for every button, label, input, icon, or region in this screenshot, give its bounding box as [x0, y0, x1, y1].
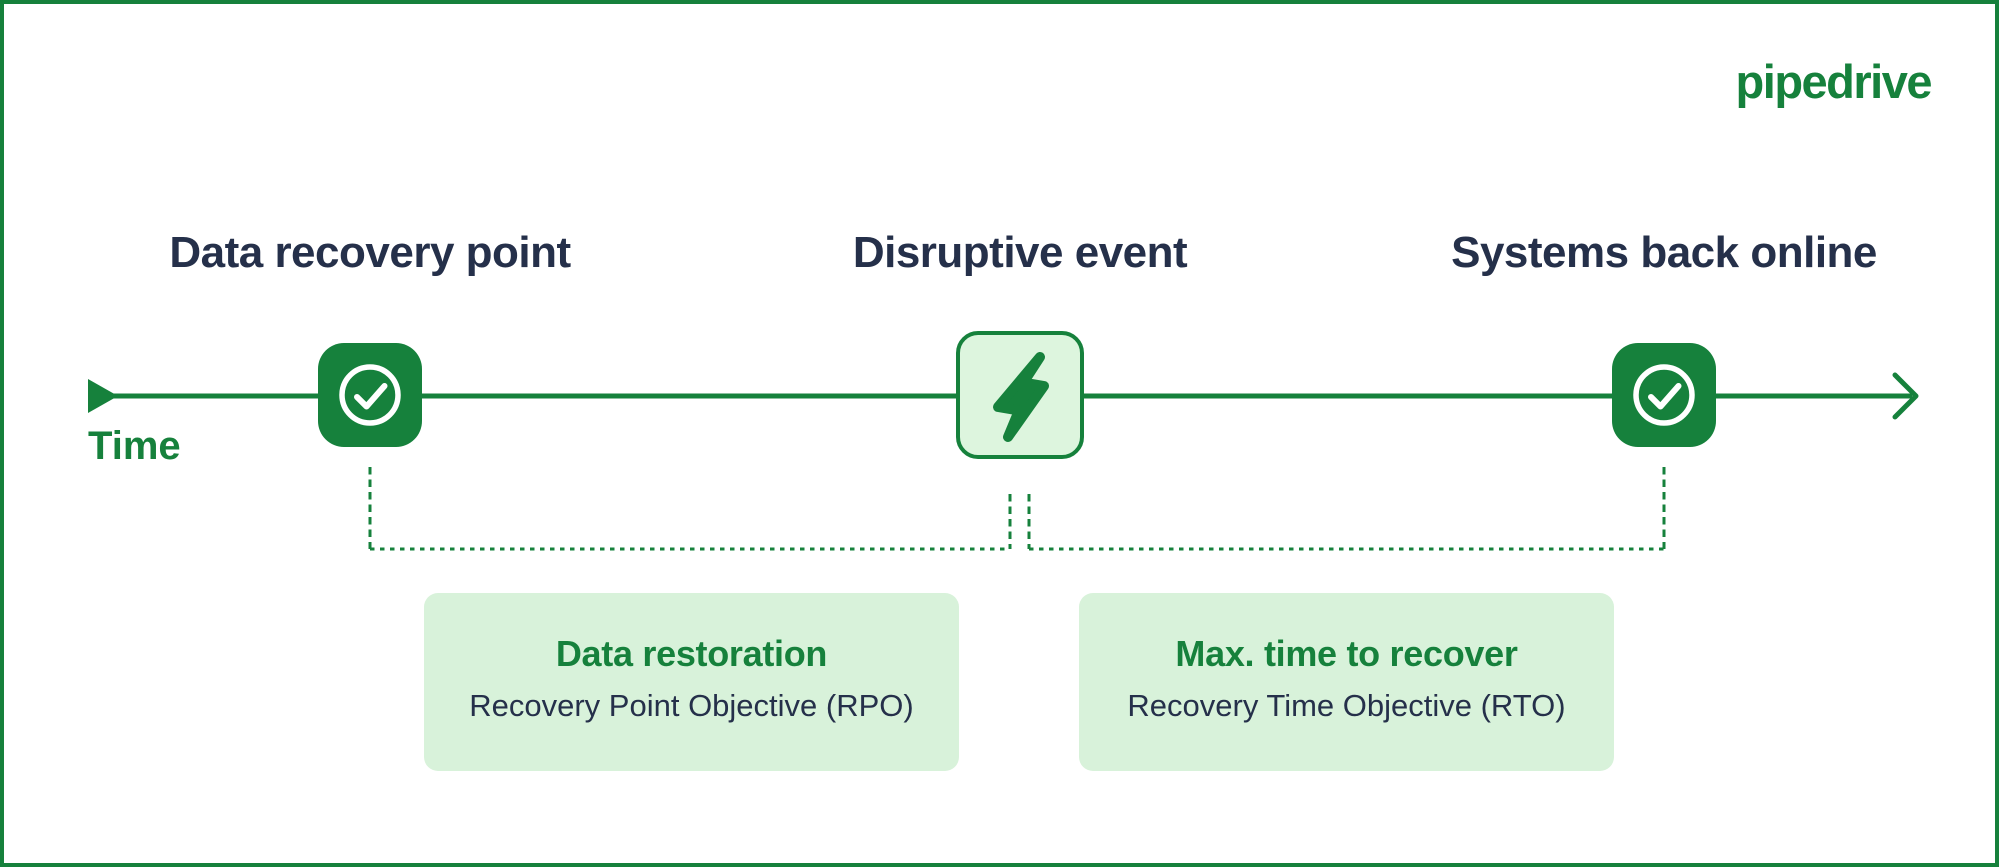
milestone-label-disruptive-event: Disruptive event: [852, 228, 1188, 277]
axis-start-triangle-icon: [88, 379, 118, 413]
rpo-card-title: Data restoration: [555, 632, 828, 674]
pipedrive-logo: pipedrive: [1735, 55, 1933, 108]
rpo-card-subtitle: Recovery Point Objective (RPO): [469, 687, 914, 723]
lightning-bolt-icon: [956, 331, 1084, 459]
milestone-label-data-recovery-point: Data recovery point: [169, 228, 571, 277]
rto-card-title: Max. time to recover: [1175, 632, 1518, 674]
rpo-card: Data restoration Recovery Point Objectiv…: [424, 593, 959, 771]
rto-card: Max. time to recover Recovery Time Objec…: [1079, 593, 1614, 771]
time-axis-label: Time: [88, 424, 181, 468]
check-circle-icon: [1612, 343, 1716, 447]
milestone-label-systems-back-online: Systems back online: [1451, 228, 1877, 277]
axis-arrowhead-icon: [1892, 372, 1919, 420]
rto-card-subtitle: Recovery Time Objective (RTO): [1127, 687, 1566, 723]
check-circle-icon: [318, 343, 422, 447]
